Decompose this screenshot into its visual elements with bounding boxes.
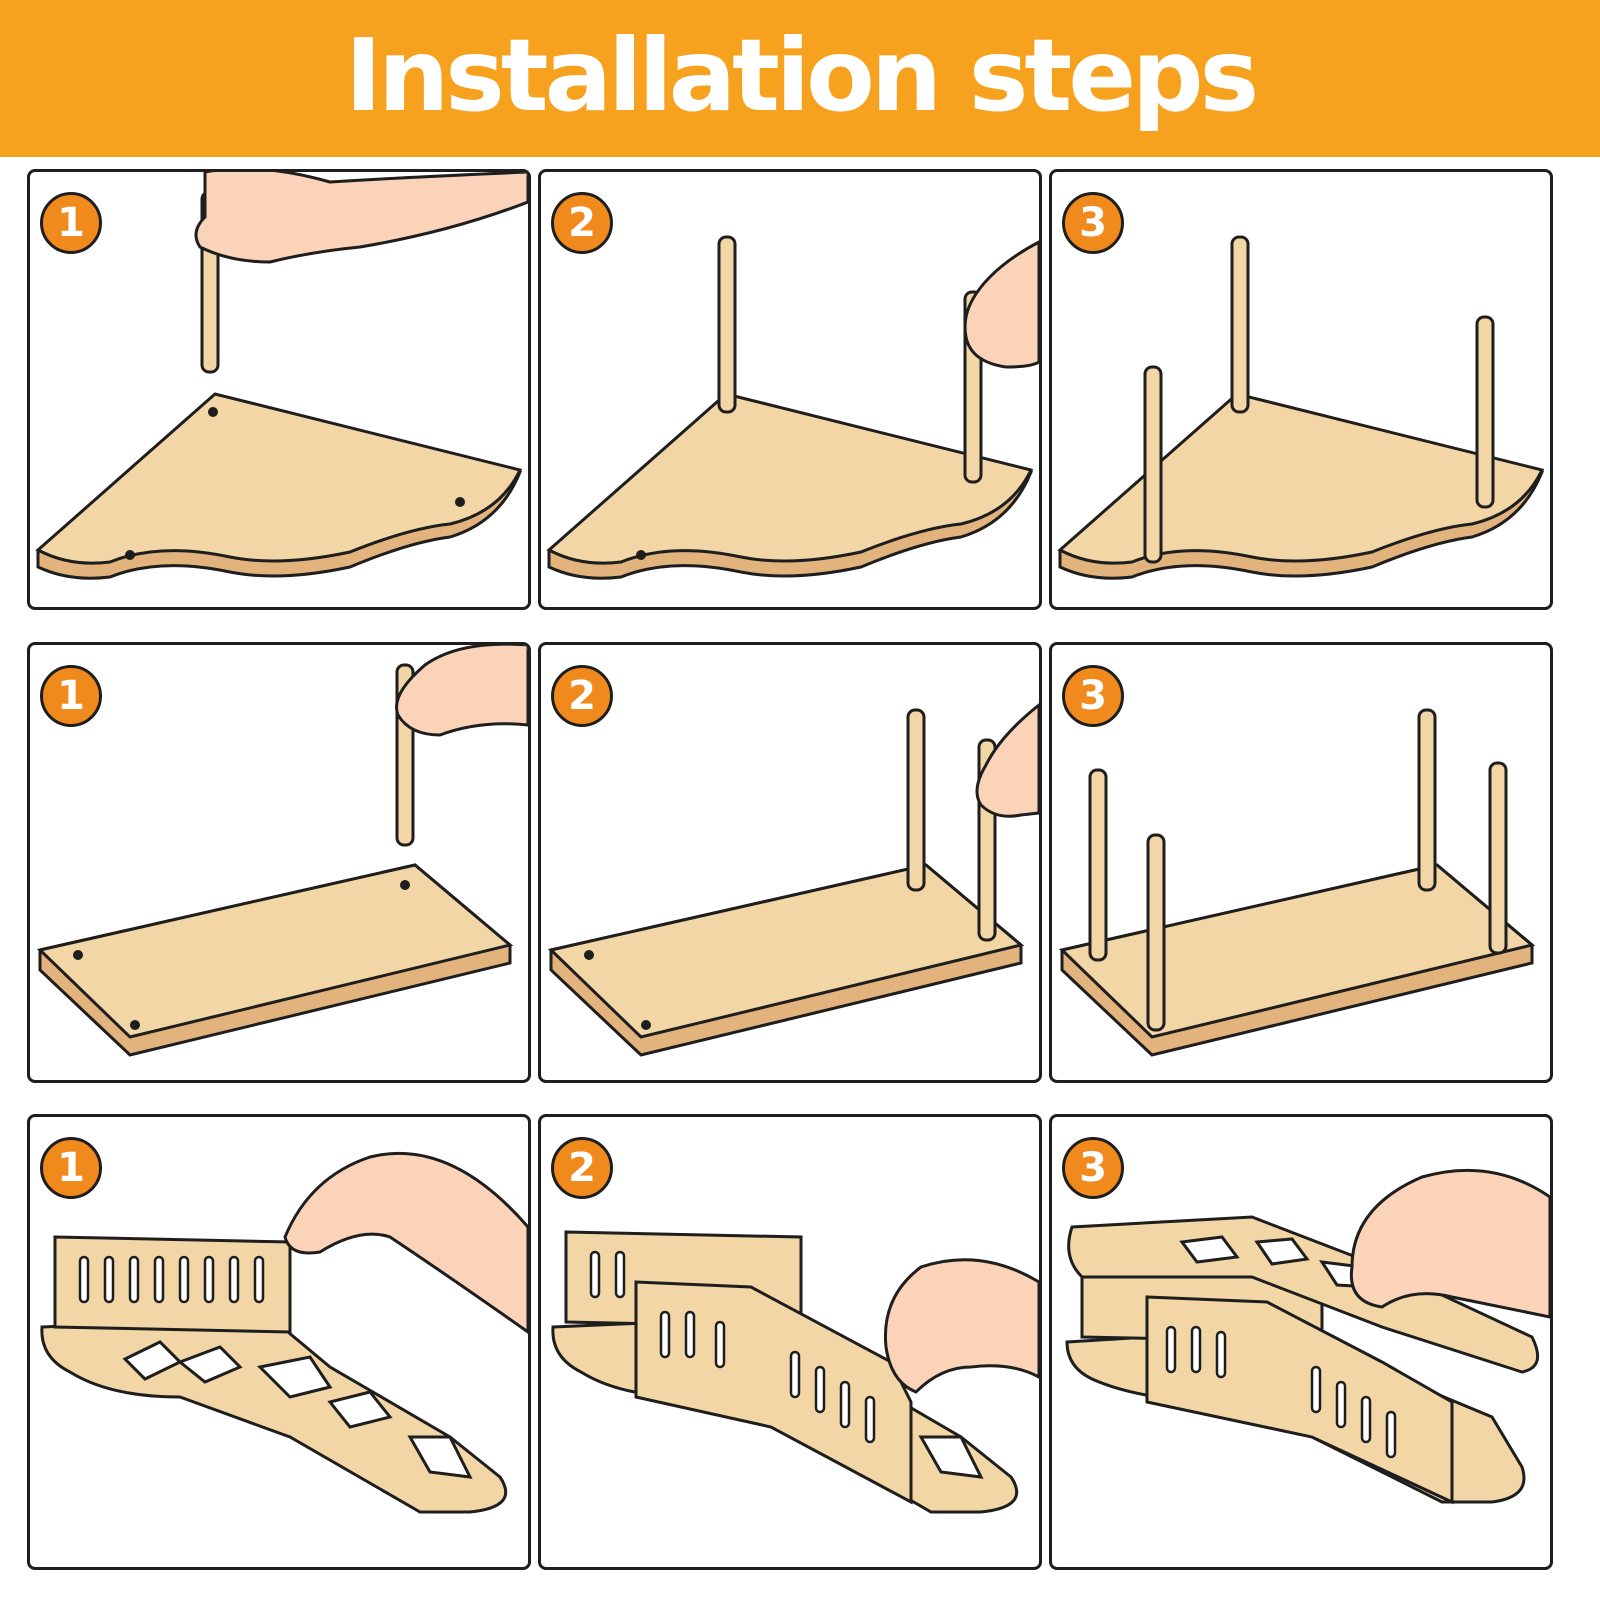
step-panel-row3-1: 1: [27, 1114, 531, 1570]
rect-shelf-illustration: [547, 703, 1039, 1057]
step-panel-row3-3: 3: [1049, 1114, 1553, 1570]
fence-assembly-illustration: [40, 1151, 528, 1514]
step-number-badge: 3: [1062, 192, 1124, 254]
step-number-badge: 3: [1062, 1137, 1124, 1199]
step-number-badge: 2: [551, 665, 613, 727]
step-panel-row2-2: 2: [538, 642, 1042, 1083]
step-number-badge: 1: [40, 1137, 102, 1199]
rect-shelf-illustration: [36, 645, 528, 1057]
step-number-badge: 1: [40, 665, 102, 727]
fence-assembly-illustration: [1065, 1168, 1550, 1505]
rect-shelf-illustration: [1058, 708, 1536, 1057]
step-panel-row1-3: 3: [1049, 169, 1553, 610]
step-panel-row1-2: 2: [538, 169, 1042, 610]
corner-shelf-illustration: [1057, 235, 1545, 580]
step-number-badge: 1: [40, 192, 102, 254]
step-panel-row3-2: 2: [538, 1114, 1042, 1570]
step-panel-row2-3: 3: [1049, 642, 1553, 1083]
step-panel-row2-1: 1: [27, 642, 531, 1083]
fence-assembly-illustration: [551, 1230, 1039, 1514]
step-number-badge: 3: [1062, 665, 1124, 727]
page-title: Installation steps: [344, 16, 1259, 134]
step-number-badge: 2: [551, 192, 613, 254]
step-panel-row1-1: 1: [27, 169, 531, 610]
corner-shelf-illustration: [35, 172, 528, 580]
step-number-badge: 2: [551, 1137, 613, 1199]
corner-shelf-illustration: [546, 235, 1039, 580]
title-banner: Installation steps: [0, 0, 1600, 157]
